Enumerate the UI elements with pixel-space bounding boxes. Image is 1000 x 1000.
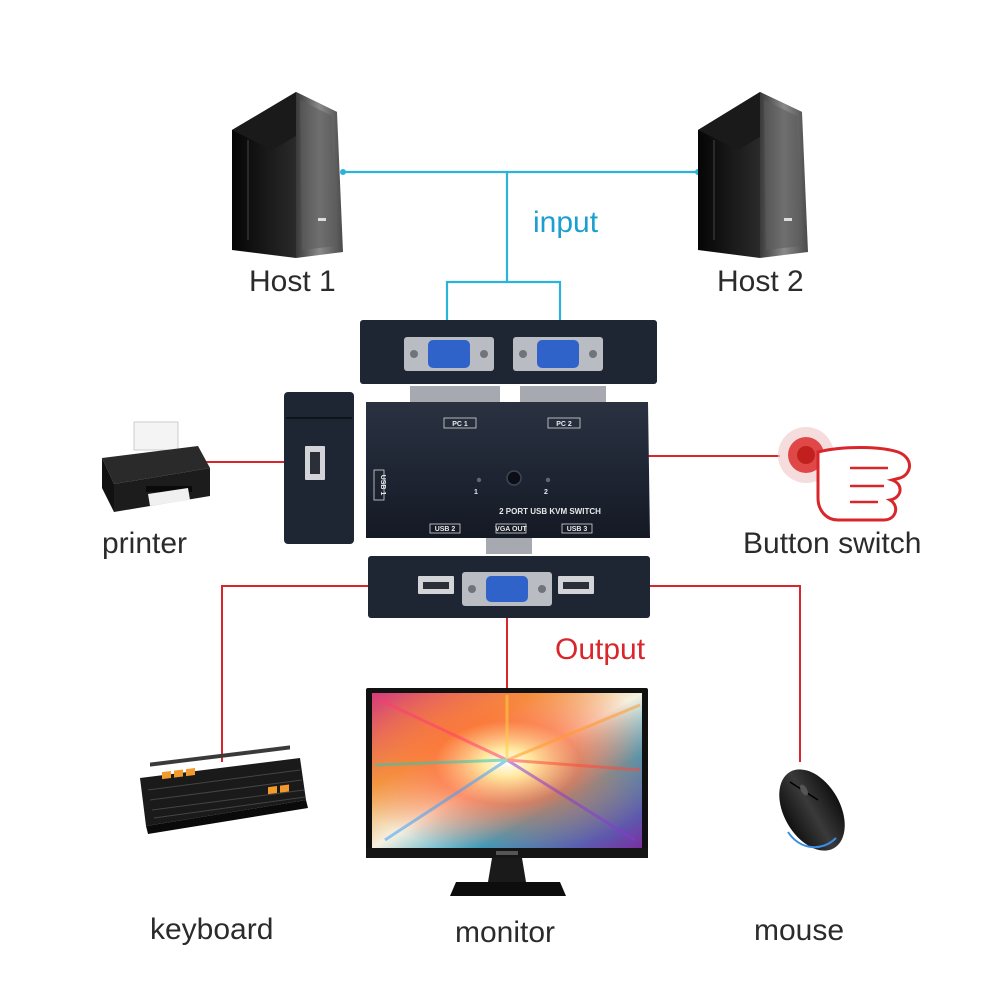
mouse-icon [779, 769, 845, 851]
host1-connector-dot [340, 169, 346, 175]
port-label-pc1: PC 1 [452, 421, 468, 428]
host2-tower [698, 92, 808, 258]
port-label-usb3: USB 3 [567, 526, 588, 533]
led-label-1: 1 [474, 489, 478, 496]
kvm-switch-box: PC 1 PC 2 USB 2 VGA OUT USB 3 USB 1 1 2 … [366, 386, 650, 554]
kvm-back-panel [360, 320, 657, 384]
input-lines [343, 170, 698, 352]
device-model-label: 2 PORT USB KVM SWITCH [499, 507, 601, 516]
input-label: input [533, 206, 599, 239]
led-2 [545, 477, 551, 483]
switch-button[interactable] [506, 470, 522, 486]
printer-icon [102, 421, 210, 512]
kvm-front-panel [368, 556, 650, 618]
keyboard-icon [140, 745, 308, 834]
port-label-vga-out: VGA OUT [495, 526, 527, 533]
led-label-2: 2 [544, 489, 548, 496]
mouse-label: mouse [754, 914, 845, 947]
host1-tower [232, 92, 343, 258]
port-label-usb2: USB 2 [435, 526, 456, 533]
keyboard-label: keyboard [150, 913, 274, 946]
output-label: Output [555, 633, 646, 666]
host1-label: Host 1 [249, 265, 336, 298]
port-label-usb1: USB 1 [379, 475, 386, 496]
button-switch-label: Button switch [743, 527, 922, 560]
host2-label: Host 2 [717, 265, 804, 298]
monitor-label: monitor [455, 916, 556, 949]
led-1 [476, 477, 482, 483]
kvm-side-panel [284, 392, 354, 544]
printer-label: printer [102, 527, 188, 560]
hand-press-icon [778, 427, 911, 522]
port-label-pc2: PC 2 [556, 421, 572, 428]
monitor-icon [366, 688, 648, 896]
